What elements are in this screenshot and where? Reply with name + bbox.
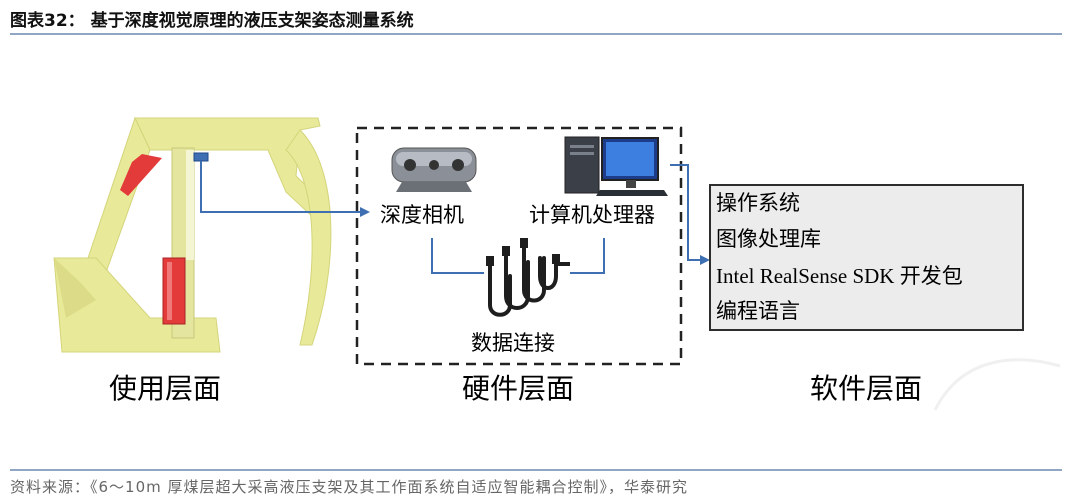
software-item: 图像处理库 xyxy=(716,227,821,251)
hydraulic-support-illustration xyxy=(53,116,332,353)
support-to-camera-arrow xyxy=(200,161,360,213)
data-connection-label: 数据连接 xyxy=(471,331,555,355)
software-item: Intel RealSense SDK 开发包 xyxy=(716,264,963,288)
camera-cable-link xyxy=(431,238,484,274)
depth-camera-label: 深度相机 xyxy=(380,203,464,227)
computer-to-software-arrow xyxy=(670,164,700,261)
data-cable-icon xyxy=(486,238,570,317)
decorative-arc xyxy=(933,358,1061,411)
computer-cable-link xyxy=(570,238,605,274)
figure-title: 图表32： 基于深度视觉原理的液压支架姿态测量系统 xyxy=(10,11,414,31)
computer-label: 计算机处理器 xyxy=(529,203,655,227)
header-rule xyxy=(10,33,1062,35)
computer-icon xyxy=(564,136,668,196)
software-box xyxy=(709,184,1024,331)
hardware-box xyxy=(355,126,683,366)
camera-mount-marker xyxy=(193,152,209,162)
source-note: 资料来源：《6～10m 厚煤层超大采高液压支架及其工作面系统自适应智能耦合控制》… xyxy=(10,478,689,496)
software-layer-label: 软件层面 xyxy=(810,372,922,405)
usage-layer-label: 使用层面 xyxy=(109,372,221,405)
software-item: 操作系统 xyxy=(716,191,800,215)
depth-camera-icon xyxy=(391,147,477,192)
software-item: 编程语言 xyxy=(716,299,800,323)
hardware-layer-label: 硬件层面 xyxy=(462,372,574,405)
footer-rule xyxy=(10,469,1062,471)
